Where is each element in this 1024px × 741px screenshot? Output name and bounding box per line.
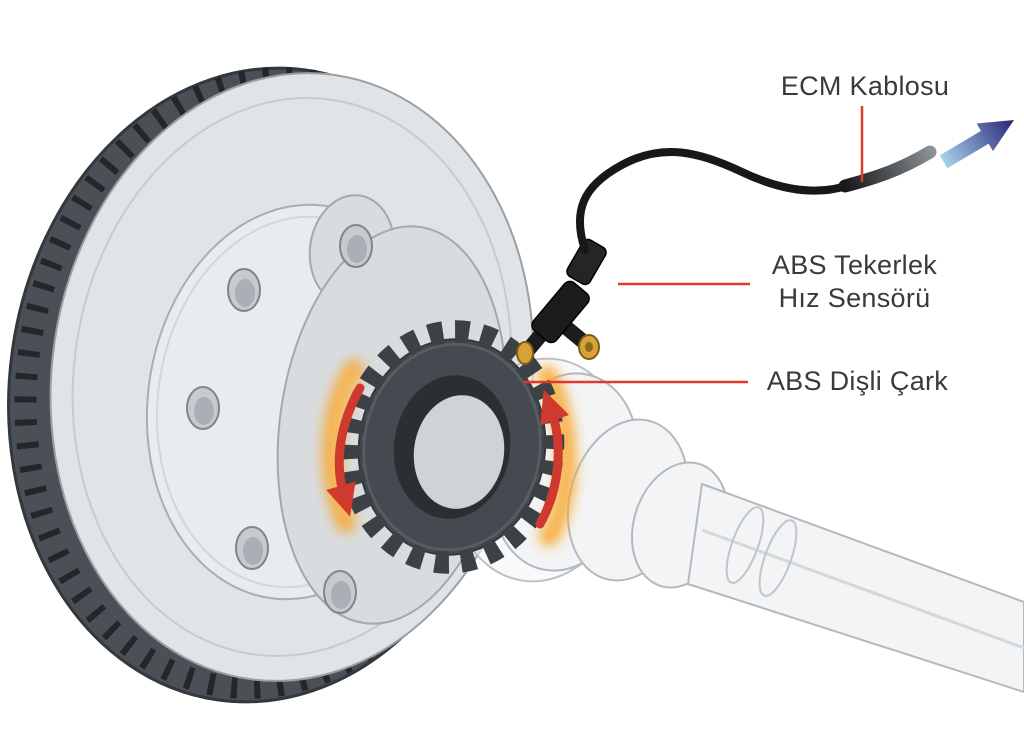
tone-ring-face-edge bbox=[362, 342, 542, 552]
shaft-ring bbox=[758, 519, 798, 597]
sensor-connector bbox=[566, 238, 607, 286]
ecm-cable bbox=[575, 147, 856, 254]
label-tone-ring: ABS Dişli Çark bbox=[766, 366, 949, 396]
bolt-hole-shadow bbox=[235, 279, 255, 307]
hub-bolt-holes bbox=[186, 224, 373, 614]
axle-shaft-highlight bbox=[701, 528, 1024, 650]
bolt-hole-shadow bbox=[331, 581, 351, 609]
bolt-hole-shadow bbox=[194, 397, 214, 425]
tone-ring-bore-inner bbox=[413, 395, 505, 509]
abs-speed-sensor bbox=[516, 145, 937, 365]
leader-lines bbox=[524, 106, 864, 384]
rotation-arrow-right-icon bbox=[535, 389, 570, 529]
abs-tone-ring bbox=[339, 320, 565, 574]
shaft-ring bbox=[725, 506, 765, 584]
sensor-tip-ferrule bbox=[516, 341, 534, 365]
label-wheel-speed-sensor-line1: ABS Tekerlek bbox=[771, 250, 938, 280]
flow-direction-arrow-icon bbox=[939, 120, 1014, 169]
sensor-grommet-hole bbox=[585, 342, 593, 352]
bolt-hole-shadow bbox=[243, 537, 263, 565]
rotation-arrows bbox=[326, 383, 570, 529]
bolt-hole-shadow bbox=[347, 235, 367, 263]
label-wheel-speed-sensor: ABS Tekerlek Hız Sensörü bbox=[737, 249, 972, 315]
tone-ring-teeth bbox=[339, 320, 565, 574]
label-ecm-cable: ECM Kablosu bbox=[780, 71, 950, 101]
sensor-body bbox=[531, 280, 590, 344]
label-wheel-speed-sensor-line2: Hız Sensörü bbox=[778, 283, 931, 313]
ecm-cable-end bbox=[838, 145, 937, 193]
rotation-arrow-left-icon bbox=[326, 383, 365, 517]
